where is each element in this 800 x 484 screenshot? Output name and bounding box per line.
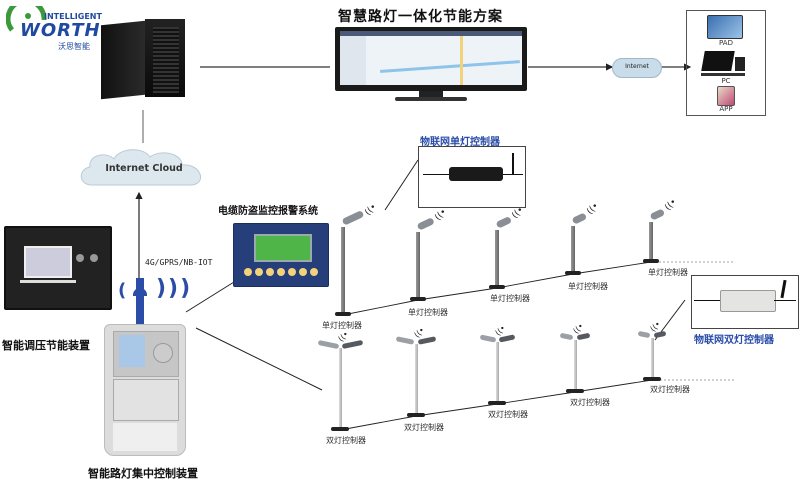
lamp-pole	[495, 342, 499, 404]
map-screen	[340, 31, 522, 85]
iot-single-box	[418, 146, 526, 208]
double-lamp-label: 双灯控制器	[570, 398, 610, 407]
lamp-pole	[573, 340, 577, 392]
lamp-base	[410, 297, 426, 301]
tablet-icon	[707, 15, 743, 39]
wireless-signal-left-icon: (	[118, 280, 127, 301]
cable-alarm-label: 电缆防盗监控报警系统	[218, 206, 318, 217]
iot-single-label: 物联网单灯控制器	[420, 137, 500, 148]
cable-alarm-device	[233, 223, 329, 287]
internet-small-label: Internet	[625, 63, 649, 70]
single-lamp-link-to-iot	[384, 159, 419, 211]
single-lamp-label: 单灯控制器	[568, 282, 608, 291]
iot-double-label: 物联网双灯控制器	[694, 335, 774, 346]
lamp-base	[407, 413, 425, 417]
double-lamp-label: 双灯控制器	[404, 423, 444, 432]
logo-brand: WORTH	[20, 20, 101, 41]
lamp-pole	[495, 230, 499, 288]
lamp-base	[643, 377, 661, 381]
voltage-regulator-device	[4, 226, 112, 310]
clients-box: PAD PC APP	[686, 10, 766, 116]
concentrator-device	[104, 324, 186, 456]
monitor-screen-icon	[335, 27, 527, 103]
page-title: 智慧路灯一体化节能方案	[338, 9, 503, 25]
lamp-base	[489, 285, 505, 289]
lamp-pole	[416, 232, 420, 300]
concentrator-to-double-line	[195, 327, 323, 391]
antenna-tower-icon	[126, 274, 154, 326]
concentrator-label: 智能路灯集中控制装置	[88, 467, 198, 480]
lamp-pole	[650, 338, 654, 380]
server-tower-icon	[101, 17, 189, 100]
double-lamp-label: 双灯控制器	[650, 385, 690, 394]
client-label-app: APP	[719, 105, 733, 113]
single-lamp-label: 单灯控制器	[648, 268, 688, 277]
single-lamp-label: 单灯控制器	[490, 294, 530, 303]
cloud-shape-icon	[80, 149, 202, 186]
internet-cloud-label: Internet Cloud	[105, 163, 183, 174]
lamp-pole	[649, 222, 653, 262]
internet-cloud: Internet Cloud	[78, 145, 210, 191]
network-label: 4G/GPRS/NB-IOT	[145, 258, 213, 267]
wireless-signal-right-icon: )))	[156, 276, 193, 301]
lamp-base	[643, 259, 659, 263]
alarm-buttons	[244, 268, 324, 278]
desktop-pc-icon	[701, 51, 735, 71]
lamp-base	[565, 271, 581, 275]
logo-cn: 沃思智能	[58, 42, 90, 51]
lamp-pole	[338, 348, 342, 430]
globe-logo-icon	[6, 6, 47, 32]
concentrator-to-alarm-line	[185, 281, 235, 313]
worth-logo: INTELLIGENT WORTH 沃思智能	[6, 6, 126, 52]
lamp-base	[331, 427, 349, 431]
double-lamp-label: 双灯控制器	[326, 436, 366, 445]
lamp-base	[566, 389, 584, 393]
logo-top-text: INTELLIGENT	[44, 12, 102, 21]
iot-double-box	[691, 275, 799, 329]
lamp-pole	[341, 227, 345, 315]
lamp-pole	[571, 226, 575, 274]
single-controller-icon	[449, 167, 503, 181]
double-lamp-label: 双灯控制器	[488, 410, 528, 419]
mobile-app-icon	[717, 86, 735, 106]
lamp-pole	[414, 344, 418, 416]
lamp-base	[488, 401, 506, 405]
client-label-pad: PAD	[719, 39, 733, 47]
lamp-base	[335, 312, 351, 316]
client-label-pc: PC	[721, 77, 731, 85]
internet-small-cloud: Internet	[612, 58, 662, 78]
double-controller-icon	[720, 290, 776, 312]
single-lamp-label: 单灯控制器	[322, 321, 362, 330]
voltage-regulator-label: 智能调压节能装置	[2, 339, 90, 352]
single-lamp-label: 单灯控制器	[408, 308, 448, 317]
